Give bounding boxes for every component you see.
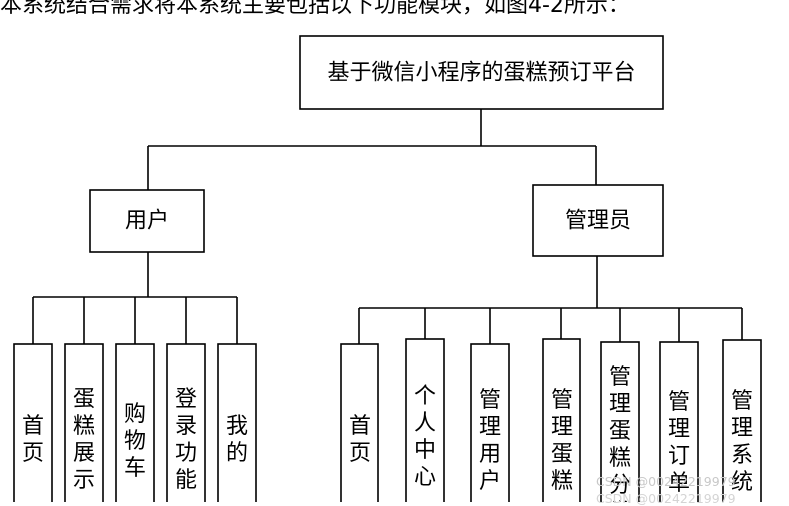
leaf-box — [405, 338, 445, 502]
leaf-label: 我的 — [226, 414, 248, 466]
leaf-label: 管理蛋糕分类 — [609, 365, 631, 502]
leaf-box — [722, 339, 762, 502]
watermark-text: CSDN @00242219979 — [596, 474, 736, 489]
leaf-label: 管理系统 — [731, 389, 753, 495]
leaf-label: 购物车 — [124, 402, 146, 481]
leaf-box — [217, 343, 257, 502]
root-node: 基于微信小程序的蛋糕预订平台 — [299, 35, 664, 110]
leaf-box — [659, 341, 699, 502]
watermark-text-2: CSDN @00242219979 — [596, 491, 736, 506]
leaf-group-user — [13, 343, 257, 502]
leaf-box — [13, 343, 53, 502]
leaf-box — [340, 343, 379, 502]
leaf-group-admin — [340, 338, 762, 502]
leaf-box — [542, 338, 581, 502]
leaf-box — [115, 343, 155, 502]
intro-text: 本系统结合需求将本系统主要包括以下功能模块，如图4-2所示： — [0, 0, 630, 18]
connector-lines — [32, 109, 743, 344]
leaf-label: 管理蛋糕 — [551, 388, 573, 494]
leaf-label: 个人中心 — [414, 384, 436, 490]
leaf-box — [600, 341, 640, 502]
leaf-box — [470, 343, 510, 502]
branch-label-user: 用户 — [125, 209, 169, 234]
leaf-label: 蛋糕展示 — [73, 387, 95, 493]
leaf-label: 管理用户 — [479, 388, 501, 494]
leaf-labels: 首页 蛋糕展示 购物车 登录功能 我的 首页 个人中心 管理用户 管理蛋糕 管理… — [22, 365, 753, 502]
leaf-label: 首页 — [349, 414, 371, 466]
branch-node-user: 用户 — [89, 189, 205, 253]
branch-node-admin: 管理员 — [532, 184, 664, 257]
leaf-box — [64, 343, 104, 502]
leaf-label: 登录功能 — [175, 387, 197, 493]
root-label: 基于微信小程序的蛋糕预订平台 — [327, 61, 635, 86]
leaf-box — [166, 343, 206, 502]
leaf-label: 管理订单 — [668, 390, 690, 496]
leaf-label: 首页 — [22, 414, 44, 466]
branch-label-admin: 管理员 — [565, 209, 631, 234]
